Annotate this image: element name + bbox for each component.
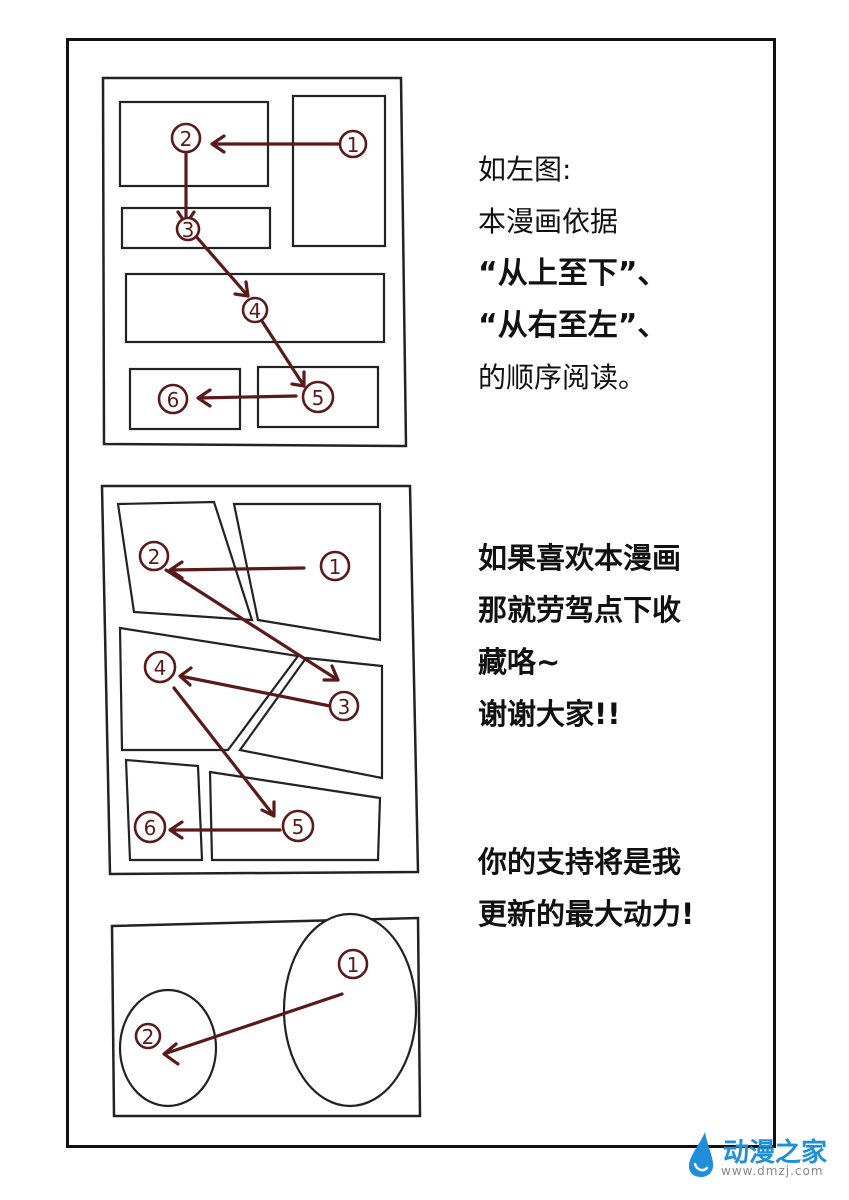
step-number-3: 3 — [328, 690, 360, 722]
step-number-1: 1 — [338, 129, 368, 159]
favorite-request: 如果喜欢本漫画 那就劳驾点下收 藏咯~ 谢谢大家!! — [478, 532, 681, 740]
page-frame — [66, 38, 776, 1148]
step-number-6: 6 — [133, 810, 167, 844]
svg-text:3: 3 — [338, 695, 351, 719]
diagram-2-frame — [100, 484, 420, 876]
request-line: 藏咯~ — [478, 645, 561, 679]
instruction-line: 本漫画依据 — [478, 205, 619, 238]
svg-text:2: 2 — [180, 127, 193, 151]
step-number-6: 6 — [157, 383, 189, 415]
request-line: 谢谢大家!! — [478, 697, 621, 731]
instruction-line: “从上至下”、 — [478, 256, 668, 291]
drop-logo-icon — [689, 1132, 714, 1177]
svg-text:1: 1 — [347, 953, 360, 977]
reading-instructions: 如左图: 本漫画依据 “从上至下”、 “从右至左”、 的顺序阅读。 — [478, 144, 667, 404]
reading-order-diagram-2: 1 2 3 4 5 6 — [98, 480, 428, 880]
instruction-line: 的顺序阅读。 — [478, 361, 647, 394]
request-line: 那就劳驾点下收 — [478, 593, 682, 627]
step-number-1: 1 — [337, 948, 369, 980]
svg-text:5: 5 — [312, 386, 325, 410]
panel — [118, 988, 218, 1108]
diagram-1-frame — [101, 76, 408, 448]
diagram-3-frame — [110, 916, 422, 1118]
svg-text:1: 1 — [329, 555, 342, 579]
step-number-4: 4 — [241, 296, 269, 324]
request-line: 如果喜欢本漫画 — [478, 541, 682, 575]
instruction-line: “从右至左”、 — [478, 308, 668, 343]
panel — [238, 656, 384, 780]
svg-text:4: 4 — [154, 656, 167, 680]
svg-text:2: 2 — [148, 545, 161, 569]
instruction-line: 如左图: — [478, 153, 572, 186]
step-number-5: 5 — [301, 380, 335, 414]
svg-text:5: 5 — [292, 815, 305, 839]
svg-text:1: 1 — [347, 133, 360, 157]
step-number-2: 2 — [138, 540, 170, 572]
panel — [282, 912, 418, 1108]
panel — [116, 500, 254, 622]
svg-text:6: 6 — [167, 388, 180, 412]
step-number-5: 5 — [281, 809, 315, 843]
step-number-3: 3 — [175, 216, 201, 242]
svg-text:6: 6 — [144, 816, 157, 840]
support-line: 你的支持将是我 — [478, 845, 682, 879]
svg-text:2: 2 — [142, 1025, 155, 1049]
step-number-1: 1 — [319, 550, 351, 582]
step-number-2: 2 — [134, 1022, 162, 1050]
svg-text:3: 3 — [182, 218, 195, 242]
reading-order-diagram-1: 1 2 3 4 5 6 — [98, 74, 418, 454]
watermark: 动漫之家 www.dmzj.com — [685, 1128, 835, 1184]
watermark-name: 动漫之家 — [723, 1138, 828, 1168]
panel — [124, 758, 204, 862]
panel — [232, 502, 382, 642]
watermark-url: www.dmzj.com — [721, 1164, 824, 1178]
reading-order-diagram-3: 1 2 — [106, 912, 426, 1124]
svg-text:4: 4 — [249, 299, 262, 323]
panel — [291, 94, 387, 248]
step-number-2: 2 — [170, 122, 202, 154]
step-number-4: 4 — [143, 650, 177, 684]
support-message: 你的支持将是我 更新的最大动力! — [478, 836, 694, 940]
support-line: 更新的最大动力! — [478, 897, 695, 931]
